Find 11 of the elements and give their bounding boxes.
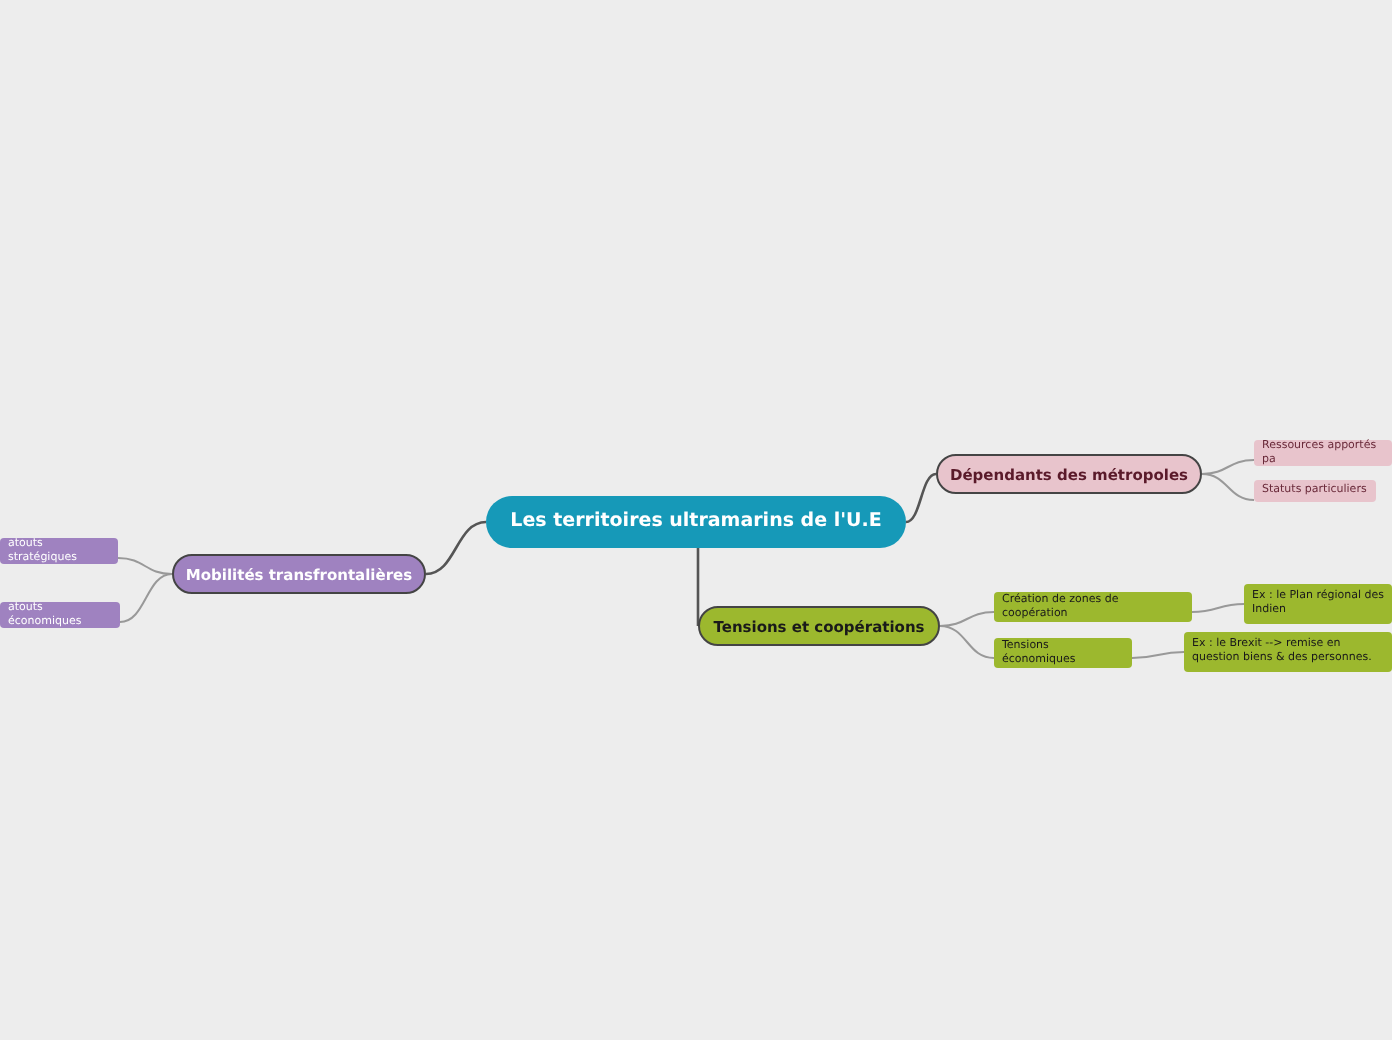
connector-line [1191, 603, 1245, 613]
connector-line [939, 625, 995, 659]
connector-line [119, 573, 173, 623]
connector-line [1131, 651, 1185, 659]
connector-line [1201, 473, 1255, 501]
connector-line [117, 557, 173, 575]
central-topic: Les territoires ultramarins de l'U.E [486, 496, 906, 548]
connector-line [696, 548, 700, 626]
connector-line [425, 520, 487, 576]
connector-line [905, 472, 937, 524]
connector-line [939, 611, 995, 627]
